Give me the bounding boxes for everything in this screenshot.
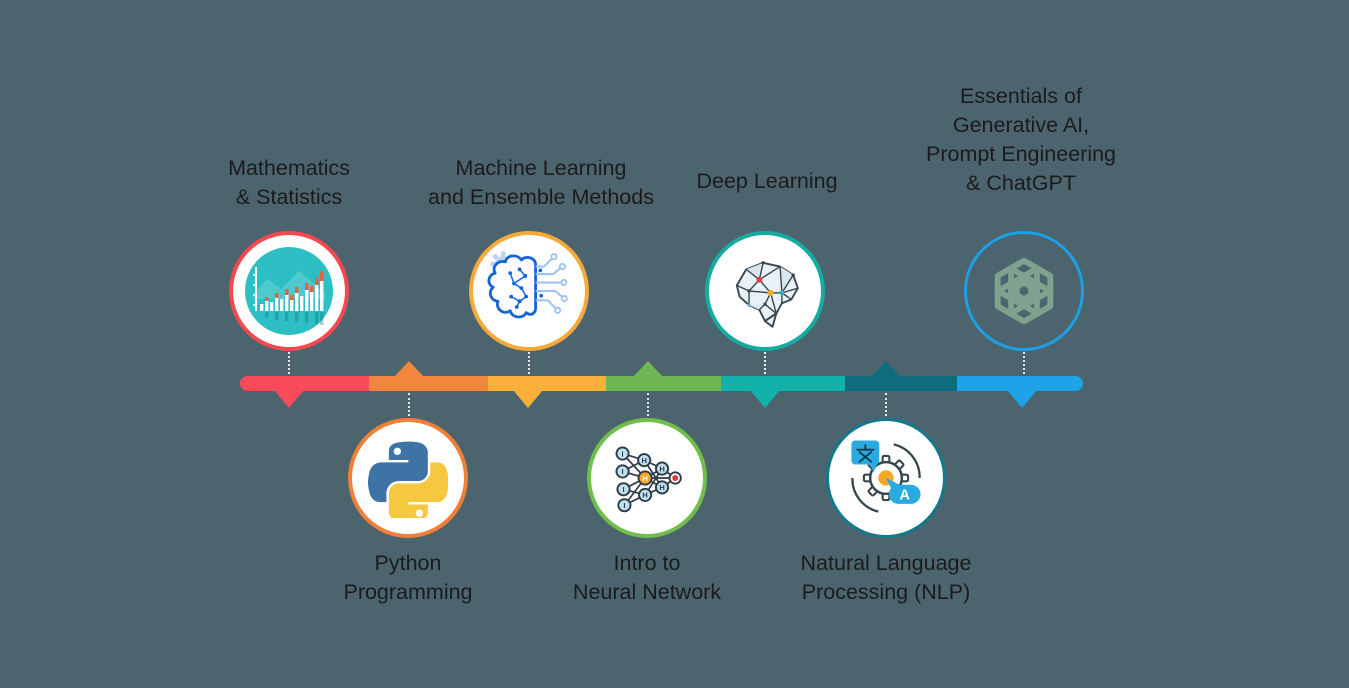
bar-segment-green (606, 376, 721, 391)
cjk-glyph-strokes (856, 444, 875, 463)
label-neural-network: Intro to Neural Network (573, 549, 721, 607)
pointer-down-machine-learning (513, 390, 543, 408)
bar-segment-darkteal (845, 376, 957, 391)
label-machine-learning: Machine Learning and Ensemble Methods (428, 154, 654, 212)
node-python (348, 418, 468, 538)
connector-machine-learning (528, 352, 530, 374)
label-genai-chatgpt: Essentials of Generative AI, Prompt Engi… (926, 82, 1116, 198)
pointer-down-deep-learning (750, 390, 780, 408)
node-mathematics (229, 231, 349, 351)
output-node (668, 471, 682, 485)
label-line: and Ensemble Methods (428, 185, 654, 209)
svg-text:H: H (659, 483, 664, 492)
brain-circuit-icon (487, 251, 568, 319)
connector-genai (1023, 352, 1025, 374)
bar-segment-orange (369, 376, 488, 391)
bar-segment-yellow (488, 376, 606, 391)
label-line: Intro to (613, 551, 681, 575)
label-line: Natural Language (800, 551, 972, 575)
bars-reflection (265, 312, 324, 325)
pointer-up-nlp (871, 361, 901, 377)
label-line: Mathematics (228, 156, 350, 180)
label-line: Essentials of (960, 84, 1082, 108)
label-line: Prompt Engineering (925, 142, 1117, 166)
svg-text:I: I (622, 467, 624, 476)
label-deep-learning: Deep Learning (696, 167, 837, 196)
translation-bubble-latin: A (886, 478, 921, 504)
timeline-bar (240, 376, 1083, 391)
bar-segment-teal (721, 376, 845, 391)
label-line: Generative AI, (952, 113, 1090, 137)
polygonal-brain-icon (735, 261, 799, 328)
input-nodes: I I I I (615, 446, 632, 513)
openai-knot (994, 257, 1054, 325)
svg-text:H: H (642, 491, 647, 500)
label-line: Machine Learning (455, 156, 627, 180)
openai-logo-icon (994, 257, 1054, 325)
label-line: Programming (343, 580, 473, 604)
label-line: Neural Network (572, 580, 722, 604)
svg-text:H: H (641, 456, 646, 465)
pointer-down-genai (1007, 390, 1037, 408)
label-line: Deep Learning (696, 169, 838, 193)
pointer-down-mathematics (274, 390, 304, 408)
label-python-programming: Python Programming (343, 549, 472, 607)
pointer-up-python (394, 361, 424, 377)
pointer-up-neural-network (633, 361, 663, 377)
label-nlp: Natural Language Processing (NLP) (801, 549, 972, 607)
svg-text:I: I (623, 501, 625, 510)
mesh-nodes (747, 261, 795, 307)
cycle-arrows (851, 443, 921, 513)
label-line: & ChatGPT (966, 171, 1076, 195)
svg-text:I: I (622, 485, 624, 494)
label-line: & Statistics (235, 185, 343, 209)
python-logo-icon (368, 441, 448, 518)
svg-text:I: I (622, 449, 624, 458)
svg-text:H: H (642, 474, 647, 483)
connector-nlp (885, 393, 887, 416)
connector-deep-learning (764, 352, 766, 374)
svg-text:A: A (900, 488, 911, 504)
hidden-nodes: H H H H H (637, 453, 670, 502)
connector-mathematics (288, 352, 290, 374)
bar-segment-red (240, 376, 369, 391)
label-line: Processing (NLP) (801, 580, 971, 604)
bars (260, 271, 324, 311)
node-nlp: A (826, 418, 946, 538)
circuit-traces (535, 258, 563, 309)
node-deep-learning (705, 231, 825, 351)
node-genai (964, 231, 1084, 351)
svg-text:H: H (659, 464, 664, 473)
bar-segment-blue (957, 376, 1083, 391)
translation-gear-icon: A (851, 440, 921, 513)
connector-neural-network (647, 393, 649, 416)
translation-bubble-cjk (851, 440, 880, 473)
statistics-bar-chart-icon (245, 247, 333, 335)
connector-python (408, 393, 410, 416)
node-neural-network: I I I I H H H H H (587, 418, 707, 538)
label-mathematics-statistics: Mathematics & Statistics (228, 154, 350, 212)
node-machine-learning (469, 231, 589, 351)
label-line: Python (374, 551, 442, 575)
neural-network-graph-icon: I I I I H H H H H (615, 446, 682, 513)
